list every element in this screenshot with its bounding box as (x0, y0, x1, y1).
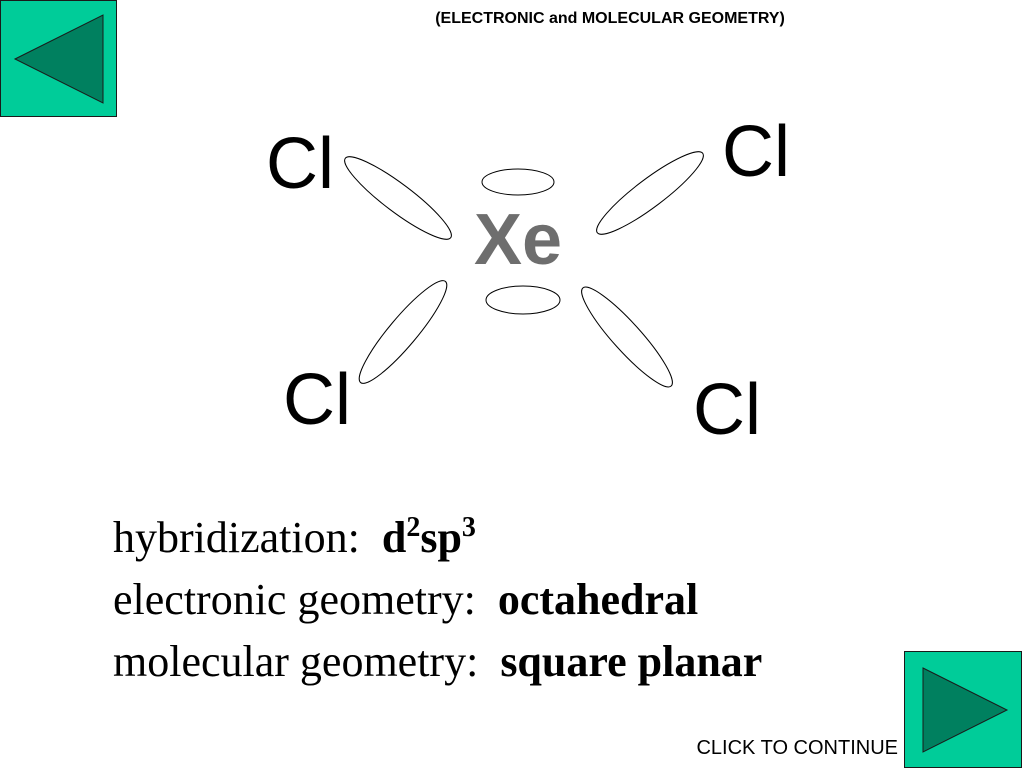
click-to-continue-text[interactable]: CLICK TO CONTINUE (696, 737, 898, 759)
right-triangle-arrow-icon (922, 667, 1009, 753)
ligand-cl-lower-left: Cl (283, 360, 351, 440)
electronic-geometry-label: electronic geometry: (113, 575, 476, 624)
electronic-geometry-row: electronic geometry: octahedral (113, 569, 762, 631)
bond-orbital-upper-right (596, 151, 704, 235)
ligand-cl-lower-right: Cl (693, 370, 761, 450)
molecular-geometry-value: square planar (500, 637, 763, 686)
hybridization-sp: sp (420, 513, 462, 562)
hybridization-value: d2sp3 (382, 513, 476, 562)
hybridization-sp-superscript: 3 (461, 512, 476, 543)
lone-pair-orbital-top (481, 168, 555, 196)
left-triangle-arrow-icon (13, 14, 104, 104)
back-button[interactable] (0, 0, 117, 117)
central-atom-xe: Xe (474, 200, 563, 280)
ligand-cl-upper-right: Cl (722, 112, 790, 192)
page-title: (ELECTRONIC and MOLECULAR GEOMETRY) (435, 10, 785, 27)
geometry-properties: hybridization: d2sp3 electronic geometry… (113, 507, 762, 693)
hybridization-row: hybridization: d2sp3 (113, 507, 762, 569)
bond-orbital-lower-right (581, 286, 673, 388)
lone-pair-orbital-bottom (485, 285, 561, 315)
molecule-diagram (344, 151, 704, 388)
bond-orbital-upper-left (344, 156, 452, 240)
molecular-geometry-label: molecular geometry: (113, 637, 479, 686)
ligand-cl-upper-left: Cl (266, 124, 334, 204)
hybridization-d-superscript: 2 (406, 512, 421, 543)
hybridization-label: hybridization: (113, 513, 360, 562)
bond-orbital-lower-left (358, 280, 448, 384)
hybridization-d: d (381, 513, 407, 562)
next-button[interactable] (904, 651, 1022, 768)
electronic-geometry-value: octahedral (497, 575, 699, 624)
molecular-geometry-row: molecular geometry: square planar (113, 631, 762, 693)
